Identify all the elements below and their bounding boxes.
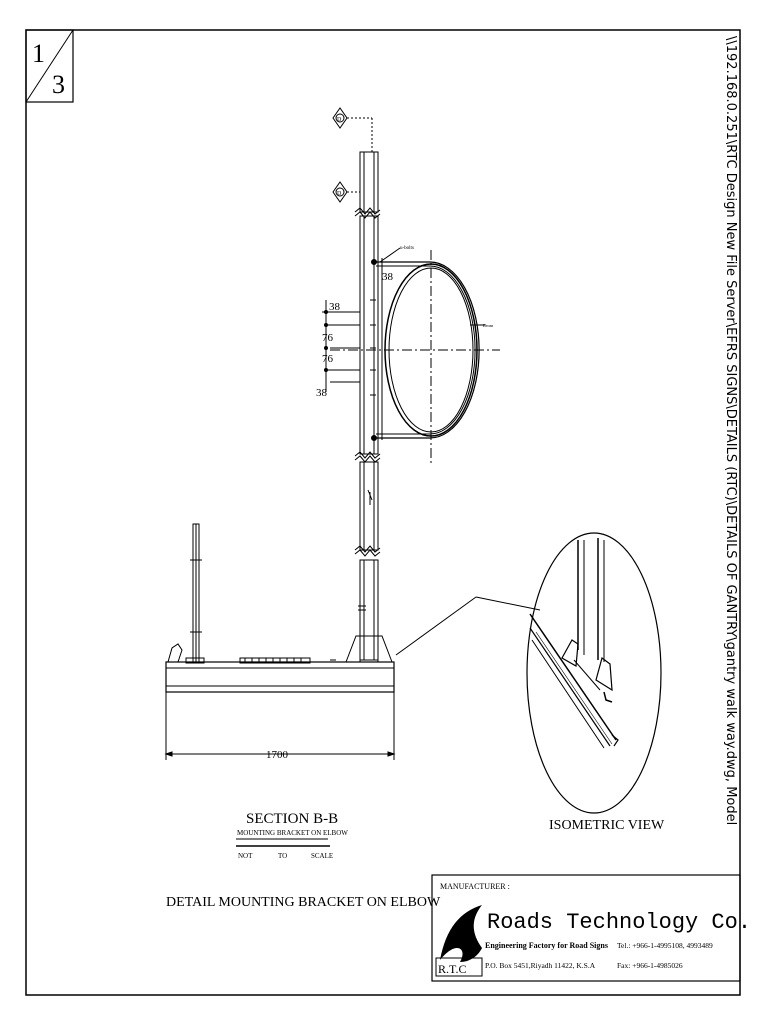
marker-d-top <box>332 107 373 152</box>
scale-word-scale: SCALE <box>311 852 333 860</box>
detail-title: DETAIL MOUNTING BRACKET ON ELBOW <box>166 895 441 910</box>
dim-1700: 1700 <box>266 749 289 761</box>
marker-d-bottom <box>332 181 360 203</box>
section-title: SECTION B-B <box>246 811 338 827</box>
pipe-label: Dmm <box>483 323 494 328</box>
section-caption: SECTION B-B MOUNTING BRACKET ON ELBOW NO… <box>236 811 348 860</box>
isometric-view <box>526 532 662 814</box>
dim-38-top: 38 <box>382 271 394 283</box>
sheet-number: 1 <box>32 39 45 68</box>
company-tagline: Engineering Factory for Road Signs <box>485 941 608 950</box>
manufacturer-block: MANUFACTURER : R.T.C Roads Technology Co… <box>431 874 751 982</box>
sheet-total: 3 <box>52 70 65 99</box>
dim-38-b: 38 <box>316 387 328 399</box>
dim-38-a: 38 <box>329 301 341 313</box>
company-name: Roads Technology Co. <box>487 910 751 935</box>
section-drawing: D D <box>164 107 541 761</box>
marker-d-top-label: D <box>337 117 342 123</box>
scale-word-to: TO <box>278 852 287 860</box>
company-tel: Tel.: +966-1-4995108, 4993489 <box>617 941 713 950</box>
isometric-label: ISOMETRIC VIEW <box>549 818 665 833</box>
scale-word-not: NOT <box>238 852 253 860</box>
vertical-post <box>345 151 393 663</box>
logo-text: R.T.C <box>438 962 466 976</box>
bracket-plate <box>370 258 383 440</box>
left-dimensions <box>322 300 360 392</box>
company-address: P.O. Box 5451,Riyadh 11422, K.S.A <box>485 961 596 970</box>
dim-76-b: 76 <box>322 353 334 365</box>
iso-leader <box>395 596 477 656</box>
dim-76-a: 76 <box>322 332 334 344</box>
manufacturer-label: MANUFACTURER : <box>440 882 510 891</box>
sheet-number-box: 1 3 <box>25 29 74 103</box>
rtc-logo: R.T.C <box>435 905 483 977</box>
pipe-clamp <box>330 247 500 465</box>
ubolts-label: u-bolts <box>400 246 414 251</box>
company-fax: Fax: +966-1-4985026 <box>617 961 683 970</box>
marker-d-bottom-label: D <box>337 191 342 197</box>
sheet-border <box>25 29 741 996</box>
section-subtitle: MOUNTING BRACKET ON ELBOW <box>237 829 348 837</box>
iso-leader-2 <box>475 596 541 611</box>
walkway-base <box>164 523 396 760</box>
file-path: \\192.168.0.251\RTC Design New File Serv… <box>723 36 738 825</box>
